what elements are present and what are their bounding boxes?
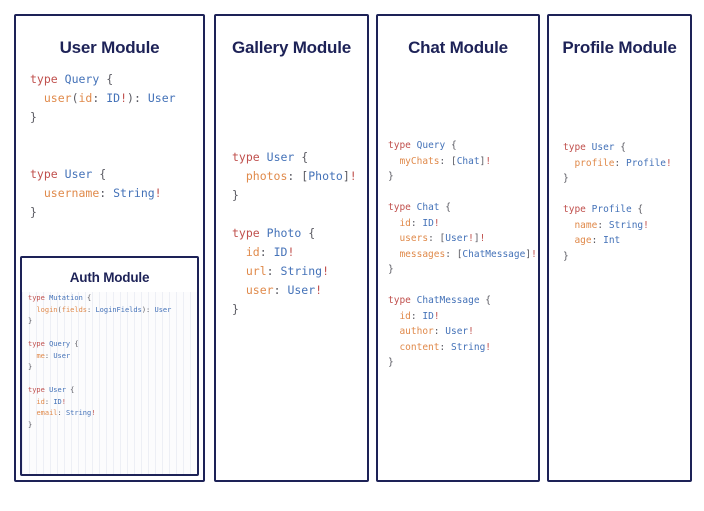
code-line	[388, 187, 394, 198]
card-title-chat-module: Chat Module	[408, 38, 508, 57]
code-line: type Chat {	[388, 202, 451, 213]
card-title-user-module: User Module	[59, 38, 160, 57]
code-line: type User {	[232, 150, 309, 164]
code-line: }	[232, 188, 239, 202]
code-block-user-module: type Query { user(id: ID!): User} type U…	[30, 70, 203, 222]
code-line: }	[30, 110, 37, 124]
code-line: type Profile {	[563, 204, 644, 215]
code-line: users: [User!]!	[399, 233, 486, 244]
code-line: messages: [ChatMessage]!	[399, 248, 537, 260]
code-line: name: String!	[574, 219, 649, 231]
code-line: id: ID!	[36, 397, 66, 406]
code-line: type Photo {	[232, 226, 316, 240]
code-line: }	[563, 250, 569, 262]
code-line: id: ID!	[399, 217, 440, 229]
code-block-auth-module: type Mutation { login(fields: LoginField…	[28, 293, 197, 431]
code-line: }	[28, 317, 33, 325]
code-line: user: User!	[245, 283, 323, 297]
code-line: photos: [Photo]!	[245, 169, 357, 183]
card-profile-module[interactable]: Profile Module type User { profile: Prof…	[547, 14, 692, 482]
code-line: }	[388, 357, 394, 368]
code-line: me: User	[36, 351, 71, 360]
code-line	[232, 207, 239, 221]
card-user-module[interactable]: User Module type Query { user(id: ID!): …	[14, 14, 205, 482]
code-line: type ChatMessage {	[388, 295, 492, 306]
card-chat-module[interactable]: Chat Module type Query { myChats: [Chat]…	[376, 14, 540, 482]
code-line: id: ID!	[399, 310, 440, 322]
card-title-gallery-module: Gallery Module	[231, 38, 352, 57]
code-line: }	[232, 302, 239, 316]
code-line	[30, 129, 37, 143]
card-title-profile-module: Profile Module	[562, 38, 677, 57]
code-line: type User {	[28, 386, 75, 394]
code-line: }	[28, 420, 33, 429]
code-line: }	[388, 264, 394, 275]
code-line: type User {	[30, 167, 107, 181]
code-line: age: Int	[574, 235, 621, 246]
code-block-gallery-module: type User { photos: [Photo]!} type Photo…	[232, 148, 367, 319]
card-auth-module[interactable]: Auth Module type Mutation { login(fields…	[20, 256, 199, 476]
code-line: id: ID!	[245, 245, 295, 259]
code-line	[563, 189, 569, 200]
code-line: author: User!	[399, 326, 474, 337]
code-line: content: String!	[399, 341, 492, 353]
code-line: url: String!	[245, 264, 329, 278]
code-line: }	[30, 205, 37, 219]
code-line	[28, 375, 32, 383]
code-block-chat-module: type Query { myChats: [Chat]!} type Chat…	[388, 138, 538, 371]
code-line: type Query {	[30, 72, 114, 86]
code-line: type Query {	[28, 340, 79, 348]
code-line: myChats: [Chat]!	[399, 155, 492, 167]
code-line: user(id: ID!): User	[43, 91, 176, 105]
code-line: profile: Profile!	[574, 157, 672, 169]
card-gallery-module[interactable]: Gallery Module type User { photos: [Phot…	[214, 14, 369, 482]
code-line: type Mutation {	[28, 294, 92, 302]
code-line: }	[563, 173, 569, 184]
code-line: }	[388, 171, 394, 182]
code-line	[30, 148, 37, 162]
code-block-profile-module: type User { profile: Profile!} type Prof…	[563, 140, 690, 264]
code-line: }	[28, 363, 33, 371]
code-line: login(fields: LoginFields): User	[36, 305, 172, 314]
card-title-auth-module: Auth Module	[69, 270, 150, 285]
code-line: type User {	[563, 142, 626, 153]
code-line	[28, 329, 32, 337]
code-line: email: String!	[36, 409, 96, 417]
code-line: type Query {	[388, 140, 457, 151]
code-line: username: String!	[43, 186, 162, 200]
code-line	[388, 280, 394, 291]
